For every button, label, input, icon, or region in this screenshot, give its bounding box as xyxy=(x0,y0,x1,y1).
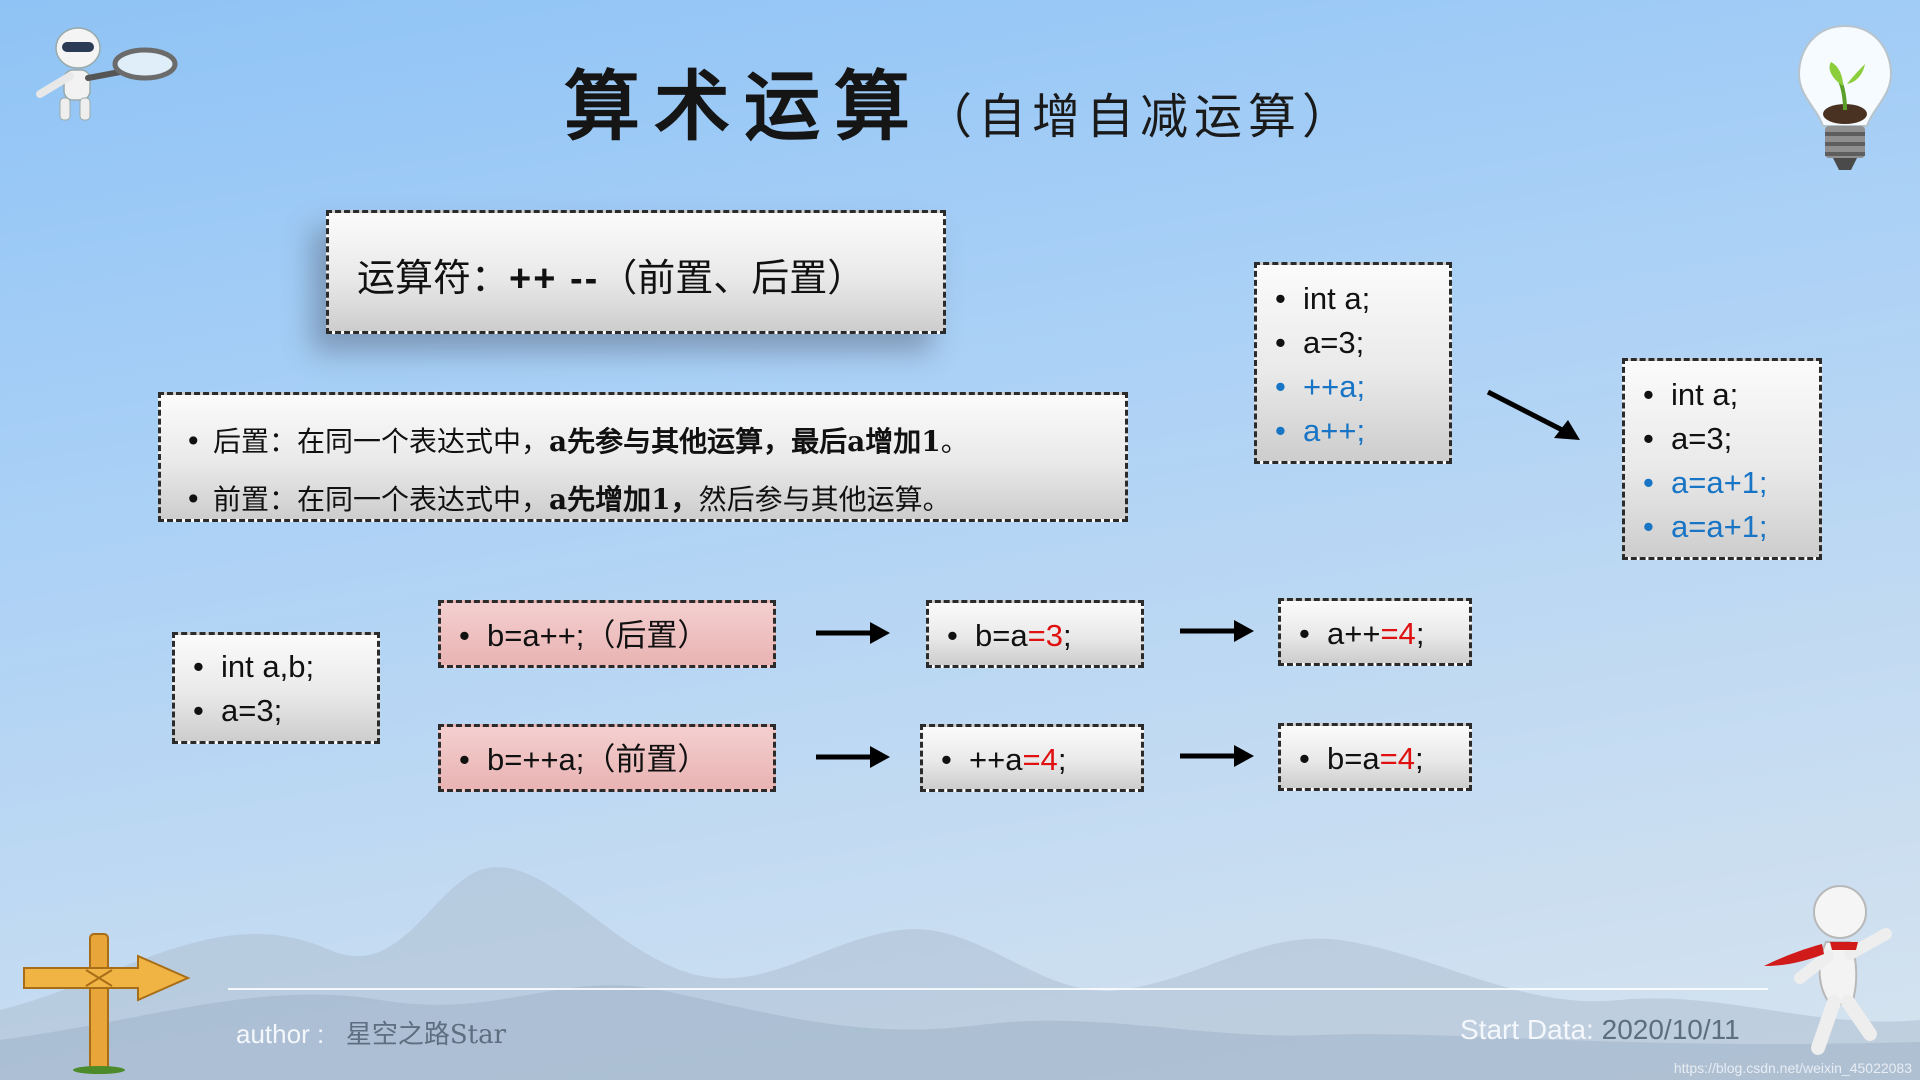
operators-label: 运算符： xyxy=(357,256,510,300)
postfix-expr: b=a++; xyxy=(487,618,585,653)
rule-prefix: 前置：在同一个表达式中，a先增加1，然后参与其他运算。 xyxy=(175,471,969,529)
declaration-box: int a,b; a=3; xyxy=(172,632,380,744)
running-figure-icon xyxy=(1764,885,1892,1055)
author-label: author : xyxy=(236,1019,325,1049)
operators-box: 运算符：++ --（前置、后置） xyxy=(326,210,946,334)
arrow-right-icon xyxy=(1486,389,1580,440)
arrow-right-icon xyxy=(1180,620,1254,642)
code-line: int a; xyxy=(1633,373,1768,417)
footer-divider xyxy=(228,988,1768,990)
code-line: a=3; xyxy=(1265,321,1370,365)
postfix-step2: a++=4; xyxy=(1289,612,1424,656)
author-value: 星空之路Star xyxy=(345,1020,507,1050)
step-prefix: a++ xyxy=(1327,616,1381,651)
arrow-right-icon xyxy=(816,746,890,768)
code-line: a=3; xyxy=(1633,417,1768,461)
rule-postfix-bold: a先参与其他运算，最后a增加1 xyxy=(549,425,941,458)
code-line: a++; xyxy=(1265,409,1370,453)
watermark: https://blog.csdn.net/weixin_45022083 xyxy=(1673,1060,1912,1076)
prefix-expression-box: b=++a;（前置） xyxy=(438,724,776,792)
step-suffix: ; xyxy=(1414,741,1424,776)
code-after-box: int a; a=3; a=a+1; a=a+1; xyxy=(1622,358,1822,560)
magnifier-robot-icon xyxy=(36,27,178,121)
footer-date: Start Data: 2020/10/11 xyxy=(1460,1014,1740,1046)
postfix-step2-box: a++=4; xyxy=(1278,598,1472,666)
operators-note: （前置、后置） xyxy=(599,256,866,300)
slide-title: 算术运算（自增自减运算） xyxy=(0,45,1920,155)
rule-postfix-head: 后置：在同一个表达式中， xyxy=(213,425,550,458)
footer-author: author : 星空之路Star xyxy=(236,1014,506,1051)
date-value: 2020/10/11 xyxy=(1601,1014,1740,1045)
prefix-step1: ++a=4; xyxy=(931,738,1066,782)
prefix-step2: b=a=4; xyxy=(1289,737,1424,781)
rule-prefix-bold: a先增加1， xyxy=(549,483,699,516)
code-line: int a; xyxy=(1265,277,1370,321)
date-label: Start Data: xyxy=(1460,1014,1594,1045)
rules-box: 后置：在同一个表达式中，a先参与其他运算，最后a增加1。 前置：在同一个表达式中… xyxy=(158,392,1128,529)
postfix-tag: （后置） xyxy=(584,618,709,654)
title-main: 算术运算 xyxy=(563,62,924,151)
lightbulb-plant-icon xyxy=(1797,24,1893,170)
step-suffix: ; xyxy=(1057,742,1067,777)
prefix-tag: （前置） xyxy=(584,742,709,778)
operators-symbols: ++ -- xyxy=(509,258,600,300)
rule-prefix-head: 前置：在同一个表达式中， xyxy=(213,483,550,516)
title-sub: （自增自减运算） xyxy=(923,89,1356,145)
postfix-expression-box: b=a++;（后置） xyxy=(438,600,776,668)
code-before-box: int a; a=3; ++a; a++; xyxy=(1254,262,1452,464)
step-value: =4 xyxy=(1380,616,1416,651)
step-value: =4 xyxy=(1379,741,1415,776)
rule-prefix-tail: 然后参与其他运算。 xyxy=(698,483,951,516)
rule-postfix-tail: 。 xyxy=(940,425,969,458)
code-line: ++a; xyxy=(1265,365,1370,409)
step-suffix: ; xyxy=(1415,616,1425,651)
step-value: =4 xyxy=(1022,742,1058,777)
step-prefix: b=a xyxy=(975,618,1028,653)
postfix-step1: b=a=3; xyxy=(937,614,1072,658)
prefix-step1-box: ++a=4; xyxy=(920,724,1144,792)
prefix-step2-box: b=a=4; xyxy=(1278,723,1472,791)
step-prefix: b=a xyxy=(1327,741,1380,776)
arrow-right-icon xyxy=(816,622,890,644)
code-line: a=a+1; xyxy=(1633,461,1768,505)
step-prefix: ++a xyxy=(969,742,1023,777)
signpost-icon xyxy=(23,933,191,1074)
postfix-expression: b=a++;（后置） xyxy=(449,614,708,658)
step-suffix: ; xyxy=(1062,618,1072,653)
code-line: a=a+1; xyxy=(1633,505,1768,549)
step-value: =3 xyxy=(1027,618,1063,653)
code-line: int a,b; xyxy=(183,645,314,689)
mountain-background xyxy=(0,867,1920,1080)
code-line: a=3; xyxy=(183,689,314,733)
rule-postfix: 后置：在同一个表达式中，a先参与其他运算，最后a增加1。 xyxy=(175,413,969,471)
prefix-expression: b=++a;（前置） xyxy=(449,738,708,782)
postfix-step1-box: b=a=3; xyxy=(926,600,1144,668)
arrow-right-icon xyxy=(1180,745,1254,767)
prefix-expr: b=++a; xyxy=(487,742,585,777)
